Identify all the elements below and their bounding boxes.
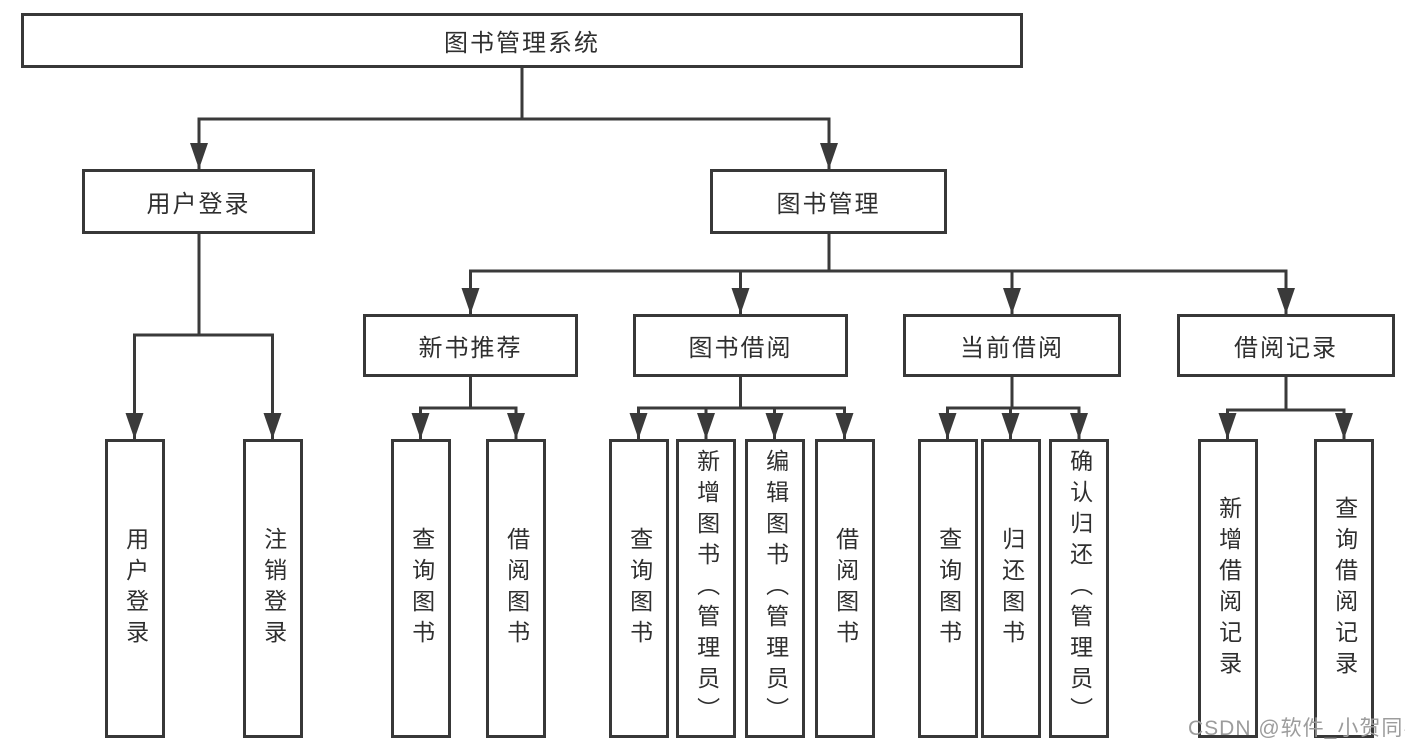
node-book-borrow: 图书借阅 (633, 314, 848, 377)
leaf-query-books-borrow: 查询图书 (609, 439, 669, 738)
leaf-return-books: 归还图书 (981, 439, 1041, 738)
node-new-book-recommend: 新书推荐 (363, 314, 578, 377)
node-book-management: 图书管理 (710, 169, 947, 234)
node-current-borrow: 当前借阅 (903, 314, 1121, 377)
csdn-watermark: CSDN @软件_小贺同学 (1188, 717, 1405, 740)
leaf-borrow-books: 借阅图书 (815, 439, 875, 738)
node-root: 图书管理系统 (21, 13, 1023, 68)
node-borrow-records: 借阅记录 (1177, 314, 1395, 377)
leaf-query-books-recommend: 查询图书 (391, 439, 451, 738)
leaf-query-books-current: 查询图书 (918, 439, 978, 738)
leaf-logout: 注销登录 (243, 439, 303, 738)
leaf-confirm-return-admin: 确认归还（管理员） (1049, 439, 1109, 738)
leaf-edit-books-admin: 编辑图书（管理员） (745, 439, 805, 738)
leaf-add-books-admin: 新增图书（管理员） (676, 439, 736, 738)
leaf-borrow-books-recommend: 借阅图书 (486, 439, 546, 738)
leaf-query-borrow-record: 查询借阅记录 (1314, 439, 1374, 738)
node-user-login: 用户登录 (82, 169, 315, 234)
leaf-user-login: 用户登录 (105, 439, 165, 738)
leaf-add-borrow-record: 新增借阅记录 (1198, 439, 1258, 738)
